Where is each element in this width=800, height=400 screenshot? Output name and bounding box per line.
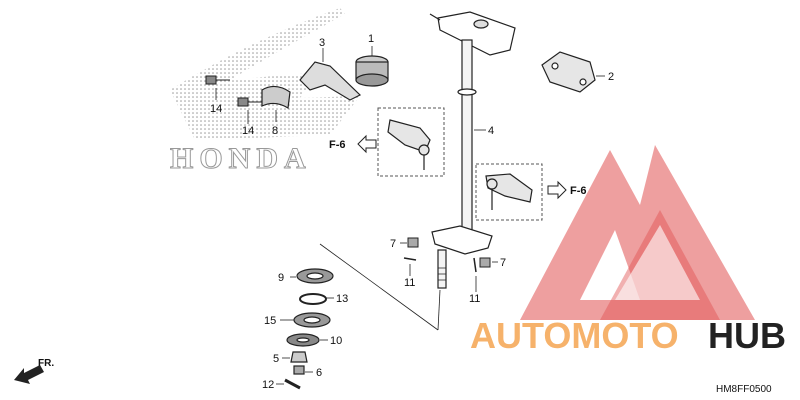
part-8-clamp bbox=[261, 85, 291, 109]
part-14-bolts bbox=[205, 75, 262, 107]
left-tie-rod-box bbox=[377, 107, 445, 177]
callout-11-left: 11 bbox=[404, 277, 415, 289]
watermark-text-hub: HUB bbox=[708, 315, 786, 356]
steering-shaft bbox=[429, 11, 516, 289]
callout-9: 9 bbox=[278, 272, 284, 284]
front-label: FR. bbox=[38, 358, 54, 369]
callout-6: 6 bbox=[316, 367, 322, 379]
left-tie-rod-end bbox=[387, 119, 431, 170]
callout-2: 2 bbox=[608, 71, 614, 83]
ref-arrow-left: F-6 bbox=[329, 134, 377, 154]
callout-5: 5 bbox=[273, 353, 279, 365]
front-direction-arrow: FR. bbox=[14, 358, 54, 384]
honda-wing-logo: HONDA bbox=[170, 8, 360, 176]
part-11-pins bbox=[403, 257, 477, 273]
callout-12: 12 bbox=[262, 379, 274, 391]
bearing-stack bbox=[284, 268, 334, 390]
watermark-text-automoto: AUTOMOTO bbox=[470, 315, 679, 356]
callout-10: 10 bbox=[330, 335, 342, 347]
part-3-bracket bbox=[299, 61, 362, 101]
ref-label-left: F-6 bbox=[329, 139, 346, 151]
ref-arrow-right: F-6 bbox=[547, 180, 587, 200]
callout-1: 1 bbox=[368, 33, 374, 45]
right-tie-rod-end bbox=[485, 173, 533, 210]
ref-label-right: F-6 bbox=[570, 185, 587, 197]
watermark-logo bbox=[520, 145, 755, 320]
callout-4: 4 bbox=[488, 125, 494, 137]
part-7-nuts bbox=[407, 237, 491, 268]
leader-lines bbox=[215, 46, 605, 385]
callout-11-right: 11 bbox=[469, 293, 480, 305]
part-2-holder bbox=[541, 51, 596, 93]
honda-brand-text: HONDA bbox=[170, 142, 312, 175]
callout-7-left: 7 bbox=[390, 238, 396, 250]
callout-3: 3 bbox=[319, 37, 325, 49]
callout-7-right: 7 bbox=[500, 257, 506, 269]
right-tie-rod-box bbox=[475, 163, 543, 221]
callout-14-lower: 14 bbox=[242, 125, 254, 137]
callout-15: 15 bbox=[264, 315, 276, 327]
callout-13: 13 bbox=[336, 293, 348, 305]
callout-8: 8 bbox=[272, 125, 278, 137]
part-1-bushing bbox=[355, 55, 389, 87]
callout-14-upper: 14 bbox=[210, 103, 222, 115]
diagram-code: HM8FF0500 bbox=[716, 384, 772, 395]
